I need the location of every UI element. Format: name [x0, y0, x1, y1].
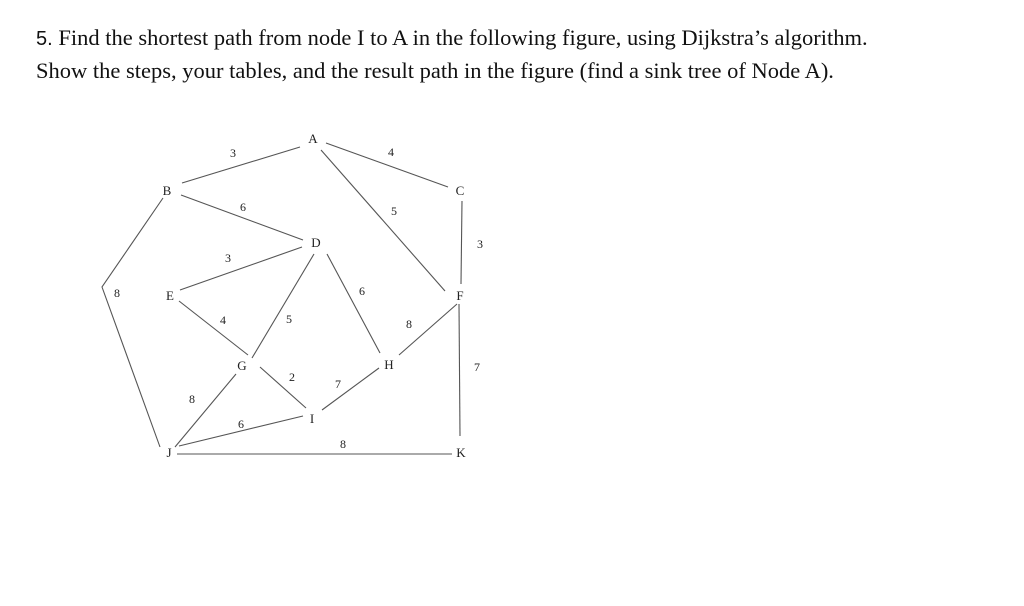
edge-weight-D-H: 6: [359, 284, 365, 298]
edge-G-J: [174, 373, 237, 448]
node-E: E: [166, 288, 174, 303]
edge-weight-F-H: 8: [406, 317, 412, 331]
edge-B-J: [101, 197, 164, 448]
edge-D-G: [251, 253, 315, 359]
edge-weight-I-J: 6: [238, 417, 244, 431]
edge-weight-G-J: 8: [189, 392, 195, 406]
edge-weight-A-B: 3: [230, 146, 236, 160]
question-text: 5. Find the shortest path from node I to…: [36, 22, 996, 87]
graph-nodes: A B C D E F G H I J K: [163, 131, 467, 460]
edge-A-B: [181, 146, 301, 184]
edge-weight-D-E: 3: [225, 251, 231, 265]
node-J: J: [166, 445, 171, 460]
edge-weight-J-K: 8: [340, 437, 346, 451]
edge-weight-B-D: 6: [240, 200, 246, 214]
graph-edge-weights: 3 4 5 6 8 3 3 5 6 4 8 7 2 8 7 6 8: [114, 145, 483, 451]
edge-weight-A-C: 4: [388, 145, 394, 159]
question-number: 5.: [36, 28, 53, 50]
node-G: G: [237, 358, 246, 373]
edge-A-F: [320, 149, 446, 292]
edge-E-G: [178, 300, 249, 356]
edge-I-J: [178, 415, 304, 447]
node-C: C: [456, 183, 465, 198]
edge-F-H: [398, 303, 458, 356]
edge-weight-E-G: 4: [220, 313, 226, 327]
edge-G-I: [259, 366, 307, 409]
edge-weight-C-F: 3: [477, 237, 483, 251]
node-B: B: [163, 183, 172, 198]
question-line-1: 5. Find the shortest path from node I to…: [36, 22, 996, 55]
node-A: A: [308, 131, 318, 146]
edge-H-I: [321, 367, 380, 411]
question-line-2: Show the steps, your tables, and the res…: [36, 58, 834, 83]
edge-weight-B-J: 8: [114, 286, 120, 300]
edge-D-E: [179, 246, 303, 291]
node-H: H: [384, 357, 393, 372]
graph-edges: [101, 142, 463, 455]
edge-A-C: [325, 142, 449, 188]
edge-weight-H-I: 7: [335, 377, 341, 391]
edge-B-D: [180, 194, 304, 241]
node-K: K: [456, 445, 466, 460]
edge-weight-G-I: 2: [289, 370, 295, 384]
edge-weight-F-K: 7: [474, 360, 480, 374]
edge-C-F: [460, 200, 463, 285]
edge-weight-A-F: 5: [391, 204, 397, 218]
edge-weight-D-G: 5: [286, 312, 292, 326]
question-prompt: Find the shortest path from node I to A …: [52, 25, 868, 50]
node-I: I: [310, 411, 314, 426]
node-F: F: [456, 288, 463, 303]
edge-D-H: [326, 253, 381, 354]
edge-F-K: [458, 303, 461, 437]
node-D: D: [311, 235, 320, 250]
